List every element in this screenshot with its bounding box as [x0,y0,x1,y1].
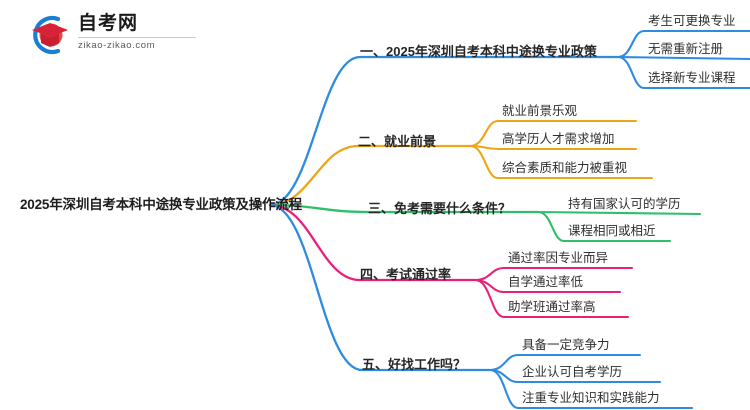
brand-domain: zikao-zikao.com [78,39,156,51]
mindmap-leaf-label-2-3[interactable]: 综合素质和能力被重视 [502,161,628,175]
mindmap-leaf-label-2-2[interactable]: 高学历人才需求增加 [502,132,615,146]
mindmap-branch-label-2[interactable]: 二、就业前景 [358,134,437,149]
mindmap-leaf-label-1-2[interactable]: 无需重新注册 [648,42,724,56]
mindmap-edge [268,203,492,372]
brand-divider [78,36,196,38]
brand-name: 自考网 [78,13,139,34]
mindmap-leaf-label-5-1[interactable]: 具备一定竞争力 [522,338,610,352]
mindmap-edge [268,55,620,207]
mindmap-leaf-label-4-3[interactable]: 助学班通过率高 [508,300,596,314]
brand-logo: 自考网 zikao-zikao.com [28,12,198,58]
graduation-cap-logo-icon [32,15,68,55]
mindmap-leaf-label-4-2[interactable]: 自学通过率低 [508,275,584,289]
mindmap-leaf-label-5-2[interactable]: 企业认可自考学历 [522,365,623,379]
mindmap-leaf-label-2-1[interactable]: 就业前景乐观 [502,104,578,118]
mindmap-leaf-label-1-1[interactable]: 考生可更换专业 [648,14,736,28]
mindmap-root-label[interactable]: 2025年深圳自考本科中途换专业政策及操作流程 [20,197,302,212]
mindmap-leaf-label-4-1[interactable]: 通过率因专业而异 [508,251,609,265]
mindmap-leaf-label-3-1[interactable]: 持有国家认可的学历 [568,197,681,211]
mindmap-branch-label-4[interactable]: 四、考试通过率 [360,267,452,282]
mindmap-branch-label-5[interactable]: 五、好找工作吗？ [362,357,467,372]
mindmap-edge [468,144,638,151]
mindmap-leaf-label-1-3[interactable]: 选择新专业课程 [648,71,736,85]
mindmap-leaf-label-3-2[interactable]: 课程相同或相近 [568,224,656,238]
mindmap-edge [536,210,702,216]
mindmap-edge [616,55,750,61]
mindmap-branch-label-3[interactable]: 三、免考需要什么条件？ [368,201,512,216]
brand-text: 自考网 zikao-zikao.com [78,14,196,51]
mindmap-leaf-label-5-3[interactable]: 注重专业知识和实践能力 [522,391,660,405]
mindmap-branch-label-1[interactable]: 一、2025年深圳自考本科中途换专业政策 [360,44,597,59]
